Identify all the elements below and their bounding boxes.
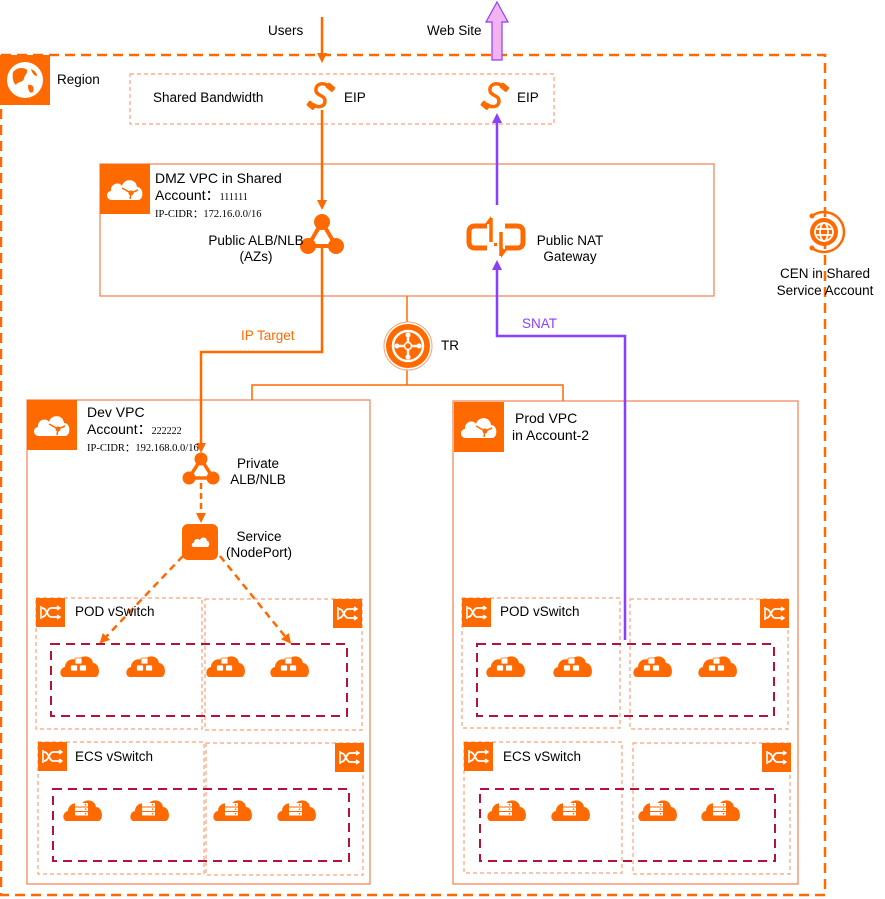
dev-vpc-icon-tile	[27, 400, 77, 450]
website-label: Web Site	[427, 23, 482, 38]
cidr-value: 172.16.0.0/16	[203, 209, 262, 220]
pod-node-icon[interactable]	[124, 650, 166, 680]
dev-vpc-cidr: IP-CIDR：192.168.0.0/16	[87, 439, 199, 458]
prod-ecs-vswitch-label: ECS vSwitch	[503, 749, 582, 764]
dmz-vpc-title: DMZ VPC in Shared	[155, 170, 282, 186]
shared-bandwidth-label: Shared Bandwidth	[153, 90, 264, 105]
prod-vswitch-boxes	[461, 597, 791, 875]
vswitch-shuffle-icon	[40, 605, 62, 620]
ecs-instance-icon[interactable]	[636, 794, 678, 824]
globe-icon	[7, 62, 43, 98]
cidr-label: IP-CIDR：	[155, 209, 204, 220]
snat-path	[492, 113, 627, 640]
vpc-cloud-icon	[106, 180, 143, 200]
ip-target-edge-label: IP Target	[241, 328, 295, 343]
transit-router-icon[interactable]	[383, 321, 433, 371]
private-load-balancer-icon[interactable]	[178, 450, 224, 488]
dev-vpc-box	[26, 399, 371, 885]
ingress-path	[196, 17, 327, 453]
pod-node-icon[interactable]	[484, 650, 526, 680]
pod-node-icon[interactable]	[696, 650, 738, 680]
tr-connectors	[251, 296, 564, 401]
service-label-2: (NodePort)	[225, 545, 293, 560]
vswitch-icon-tile[interactable]	[462, 598, 491, 627]
vpc-cloud-icon	[33, 416, 70, 436]
pod-node-icon[interactable]	[58, 650, 100, 680]
dmz-vpc-cidr: IP-CIDR：172.16.0.0/16	[155, 205, 261, 224]
eip-plug-icon[interactable]	[303, 78, 339, 114]
dev-pod-vswitch-label: POD vSwitch	[75, 604, 155, 619]
pod-node-icon[interactable]	[204, 650, 246, 680]
cidr-label: IP-CIDR：	[87, 443, 136, 454]
ecs-instance-icon[interactable]	[275, 794, 317, 824]
vswitch-icon-tile[interactable]	[762, 743, 791, 772]
public-alb-label-1: Public ALB/NLB	[208, 233, 304, 248]
dev-vswitch-boxes	[35, 597, 364, 876]
private-alb-label-1: Private	[236, 456, 280, 471]
ecs-instance-icon[interactable]	[485, 794, 527, 824]
vswitch-icon-tile[interactable]	[760, 599, 789, 628]
prod-pod-vswitch-label: POD vSwitch	[500, 604, 580, 619]
snat-edge-label: SNAT	[522, 316, 558, 331]
vswitch-icon-tile[interactable]	[36, 598, 65, 627]
ecs-instance-icon[interactable]	[61, 794, 103, 824]
prod-vpc-title-1: Prod VPC	[515, 410, 578, 426]
vswitch-shuffle-icon	[339, 750, 361, 765]
load-balancer-icon[interactable]	[297, 210, 347, 258]
service-to-pod-right-edge	[219, 555, 292, 644]
vswitch-shuffle-icon	[337, 606, 359, 621]
ecs-instance-icon[interactable]	[549, 794, 591, 824]
service-label-1: Service	[236, 529, 282, 544]
nat-gateway-icon[interactable]	[465, 212, 527, 262]
pod-node-icon[interactable]	[631, 650, 673, 680]
account-value: 111111	[219, 192, 248, 203]
eip-plug-icon[interactable]	[477, 78, 513, 114]
shared-bandwidth-box	[129, 73, 555, 125]
private-alb-label-2: ALB/NLB	[230, 472, 286, 487]
pod-node-icon[interactable]	[268, 650, 310, 680]
public-alb-label-2: (AZs)	[239, 249, 273, 264]
vswitch-shuffle-icon	[766, 750, 788, 765]
prod-vpc-icon-tile	[454, 402, 504, 452]
nat-label-1: Public NAT	[536, 233, 604, 248]
account-label: Account：	[87, 421, 152, 437]
vswitch-icon-tile[interactable]	[333, 599, 362, 628]
dmz-vpc-icon-tile	[100, 164, 150, 214]
vswitch-icon-tile[interactable]	[335, 743, 364, 772]
users-label: Users	[268, 23, 304, 38]
vswitch-shuffle-icon	[764, 606, 786, 621]
cen-globe-icon[interactable]	[800, 208, 848, 256]
vswitch-shuffle-icon	[466, 605, 488, 620]
service-nodeport-tile[interactable]	[182, 524, 218, 560]
cen-label-2: Service Account	[776, 283, 874, 298]
ecs-instance-icon[interactable]	[211, 794, 253, 824]
dmz-vpc-account: Account：111111	[155, 186, 248, 207]
vpc-cloud-icon	[460, 418, 497, 438]
region-icon-tile	[0, 55, 50, 105]
eip-right-label: EIP	[517, 90, 539, 105]
cidr-value: 192.168.0.0/16	[135, 443, 199, 454]
account-label: Account：	[155, 187, 220, 203]
account-value: 222222	[151, 426, 182, 437]
node-group-boxes	[50, 643, 776, 862]
vswitch-shuffle-icon	[468, 749, 490, 764]
eip-left-label: EIP	[344, 90, 366, 105]
ecs-instance-icon[interactable]	[699, 794, 741, 824]
service-to-pod-left-edge	[99, 555, 184, 644]
website-arrow	[484, 0, 510, 61]
vswitch-icon-tile[interactable]	[38, 742, 67, 771]
prod-vpc-title-2: in Account-2	[512, 427, 590, 443]
vswitch-icon-tile[interactable]	[464, 742, 493, 771]
vswitch-shuffle-icon	[42, 749, 64, 764]
dev-ecs-vswitch-label: ECS vSwitch	[75, 749, 154, 764]
dev-vpc-account: Account：222222	[87, 420, 182, 441]
dev-vpc-title: Dev VPC	[87, 404, 145, 420]
ecs-instance-icon[interactable]	[128, 794, 170, 824]
pod-node-icon[interactable]	[551, 650, 593, 680]
service-cloud-icon	[191, 537, 210, 547]
nat-label-2: Gateway	[543, 249, 597, 264]
region-label: Region	[57, 72, 100, 87]
tr-label: TR	[441, 338, 459, 353]
cen-label-1: CEN in Shared	[779, 266, 871, 281]
